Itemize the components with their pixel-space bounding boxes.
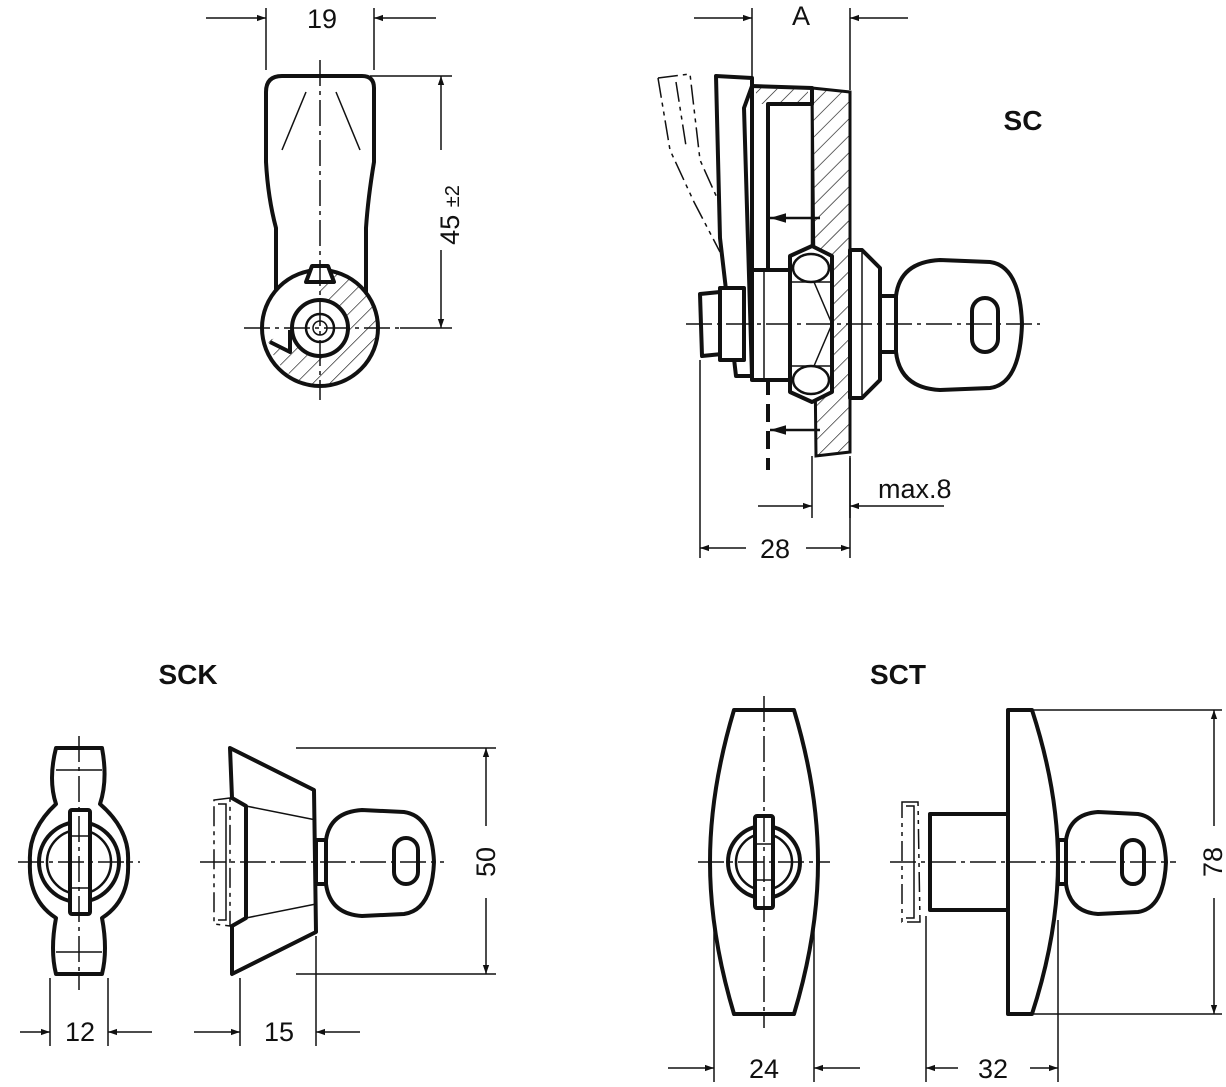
dim-28-text: 28 bbox=[760, 534, 790, 564]
phantom-lever-mid bbox=[675, 81, 687, 147]
dimension-32: 32 bbox=[925, 916, 1059, 1084]
cam-notch bbox=[269, 330, 292, 354]
key-head bbox=[894, 258, 1024, 392]
sct-phantom-cam bbox=[901, 801, 921, 923]
housing-hatch bbox=[756, 88, 808, 104]
label-sc: SC bbox=[1004, 105, 1043, 136]
dim-a-text: A bbox=[792, 1, 810, 31]
label-sct: SCT bbox=[870, 659, 926, 690]
dim-45-text: 45 ±2 bbox=[435, 185, 465, 245]
dimension-19: 19 bbox=[206, 4, 436, 70]
dimension-12: 12 bbox=[20, 978, 152, 1047]
sck-side-line bbox=[245, 903, 317, 919]
dimension-78: 78 bbox=[1034, 709, 1226, 1015]
dim-24-text: 24 bbox=[749, 1054, 779, 1084]
dimension-28: 28 bbox=[699, 360, 851, 564]
phantom-lever-inner bbox=[657, 77, 721, 253]
lever-front-view bbox=[244, 60, 400, 400]
sct-front-view bbox=[698, 696, 830, 1028]
sck-handle-side bbox=[228, 746, 318, 976]
nut-chamfer bbox=[813, 281, 833, 325]
dim-15-text: 15 bbox=[264, 1017, 294, 1047]
dimension-15: 15 bbox=[194, 936, 360, 1047]
sct-side-view bbox=[890, 708, 1176, 1016]
dim-max8-text: max.8 bbox=[878, 474, 952, 504]
sck-side-line bbox=[245, 805, 317, 821]
dimension-max8: max.8 bbox=[758, 456, 952, 518]
dim-78-text: 78 bbox=[1198, 847, 1226, 877]
sck-front-view bbox=[18, 736, 140, 990]
dimension-45: 45 ±2 bbox=[370, 75, 465, 329]
nut-flat bbox=[791, 252, 831, 284]
lever-shade-line bbox=[335, 91, 361, 151]
sck-side-view bbox=[200, 746, 444, 976]
dimension-24: 24 bbox=[668, 920, 860, 1084]
dim-32-text: 32 bbox=[978, 1054, 1008, 1084]
dim-50-text: 50 bbox=[471, 847, 501, 877]
dim-12-text: 12 bbox=[65, 1017, 95, 1047]
sck-key-hole bbox=[392, 836, 420, 886]
key-hole bbox=[970, 296, 1000, 354]
dimension-a: A bbox=[694, 1, 908, 90]
lever-shade-line bbox=[281, 91, 307, 151]
dim-19-text: 19 bbox=[307, 4, 337, 34]
nut-flat bbox=[791, 364, 831, 396]
label-sck: SCK bbox=[158, 659, 217, 690]
sc-side-view bbox=[657, 73, 1040, 470]
dimension-50: 50 bbox=[296, 747, 501, 975]
nut-chamfer bbox=[813, 323, 833, 367]
sct-key-head bbox=[1064, 810, 1168, 916]
sck-phantom-cam bbox=[213, 797, 231, 927]
